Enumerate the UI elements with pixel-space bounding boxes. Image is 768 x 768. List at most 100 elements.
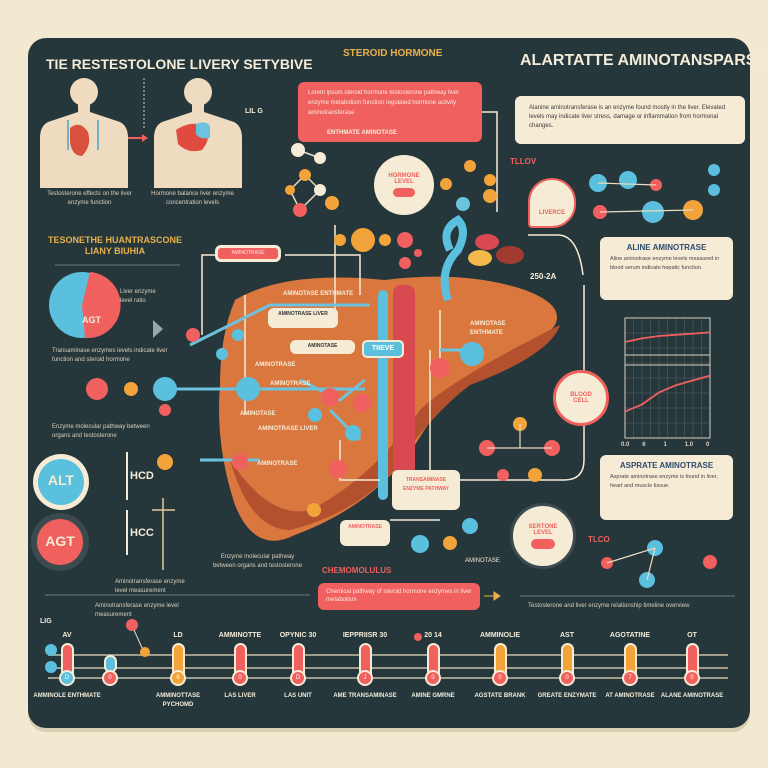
- alanine-title: ALARTATTE AMINOTANSPARSE: [520, 52, 768, 69]
- hl-label: LIL G: [245, 108, 263, 115]
- blood-cell-circle: BLOOD CELL: [553, 370, 609, 426]
- main-title: TIE RESTESTOLONE LIVERY SETYBIVE: [46, 56, 313, 72]
- timeline-bottom-label: ALANE AMINOTRASE: [660, 693, 724, 699]
- liver-top-tag: AMINOTRASE: [215, 245, 281, 262]
- capsule-icon: [531, 538, 555, 549]
- timeline-node: 0: [492, 670, 508, 686]
- liver-badge: TIIEVE: [362, 340, 404, 358]
- chart-x-tick: 6: [642, 442, 646, 448]
- tllov-label: TLLOV: [510, 157, 537, 166]
- timeline-node: 0: [102, 670, 118, 686]
- asprate-box: ASPRATE AMINOTRASE Asprate aminotrase en…: [600, 455, 733, 520]
- hcd-label-1: HCD: [130, 470, 154, 482]
- timeline-caption: Aminotransferase enzyme level measuremen…: [95, 603, 179, 618]
- timeline-top-label: AV: [62, 632, 72, 639]
- arrow-right-icon: [484, 591, 501, 601]
- sertone-level-label: SERTONE LEVEL: [528, 523, 558, 536]
- pie-caption: Liver enzyme level ratio: [120, 289, 156, 304]
- liver-label-3: AMINOTASE: [290, 340, 355, 354]
- liver-label-7: AMINOTRASE: [257, 461, 298, 467]
- play-arrow-icon: [153, 320, 163, 338]
- timeline-top-label: IEPPRIISR 30: [342, 632, 388, 639]
- timeline-top-label: AST: [560, 632, 574, 639]
- timeline-node: 6: [170, 670, 186, 686]
- center-small-box: AMINOTRASE: [340, 520, 390, 546]
- timeline-top-label: AGOTATINE: [609, 632, 651, 639]
- chemicals-label: CHEMOMOLULUS: [322, 566, 392, 575]
- timeline-node: J: [357, 670, 373, 686]
- liver-speech-bubble: LIVERCE: [528, 178, 576, 228]
- bottom-left-caption: Aminotransferase enzyme level measuremen…: [115, 579, 185, 594]
- liver-label-9: AMINOTASE ENTHMATE: [470, 321, 506, 336]
- timeline-top-label: AMMINOLIE: [479, 632, 521, 639]
- timeline-node: 0: [684, 670, 700, 686]
- liver-icon-body-1: [70, 124, 90, 156]
- chart-series-line: [624, 374, 711, 413]
- asprate-title: ASPRATE AMINOTRASE: [619, 461, 714, 470]
- timeline-top-label: OT: [687, 632, 697, 639]
- code-label: 250-2A: [530, 272, 557, 281]
- agt-badge-circle: [37, 519, 83, 565]
- aline-text: Aline aminotrase enzyme levels measured …: [610, 256, 720, 271]
- timeline-top-label: 20 14: [424, 632, 442, 639]
- timeline-bottom-label: AMMINOTTASE PYCHOMD: [155, 693, 201, 708]
- alt-badge-label: ALT: [47, 472, 75, 488]
- bottom-red-box: Chemical pathway of steroid hormone enzy…: [318, 583, 480, 610]
- chart-frame: [624, 317, 711, 439]
- enzyme-amin-label: ENTHMATE AMINOTASE: [327, 130, 397, 136]
- hormone-level-circle: HORMONE LEVEL: [374, 155, 434, 215]
- timeline-top-label: LD: [173, 632, 183, 639]
- timeline-bottom-label: GREATE ENZYMATE: [537, 693, 597, 699]
- timeline-node: D: [59, 670, 75, 686]
- liver-label-8: AMINOTRASE LIVER: [258, 426, 318, 432]
- chart-x-tick: 0: [706, 442, 710, 448]
- timeline-bottom-label: AGSTATE BRANK: [474, 693, 526, 699]
- timeline-node: 0: [232, 670, 248, 686]
- timeline-node: 7: [622, 670, 638, 686]
- timeline-label: LIG: [40, 618, 52, 625]
- body-caption-1: Testosterone effects on the liver enzyme…: [47, 191, 132, 206]
- alt-text-box: Alanine aminotransferase is an enzyme fo…: [515, 96, 745, 144]
- hcd-label-2: HCC: [130, 527, 154, 539]
- left-caption-2: Enzyme molecular pathway between organs …: [52, 424, 150, 439]
- chart-x-tick: 1: [663, 442, 667, 448]
- timeline-bottom-label: LAS UNIT: [284, 693, 312, 699]
- steroid-title: STEROID HORMONE: [343, 48, 443, 59]
- timeline-bottom-label: AMMINOLE ENTHMATE: [33, 693, 101, 699]
- body-caption-2: Hormone balance liver enzyme concentrati…: [151, 191, 234, 206]
- timeline-node: 0: [425, 670, 441, 686]
- timeline-bottom-label: LAS LIVER: [224, 693, 256, 699]
- liver-label-4: AMINOTRASE: [255, 362, 296, 368]
- liver-label-5: AMINOTRASE: [270, 381, 311, 387]
- left-caption-1: Transaminase enzymes levels indicate liv…: [52, 348, 168, 363]
- timeline-bottom-label: AMINE GMRNE: [411, 693, 455, 699]
- enzyme-line-chart: [624, 317, 711, 439]
- pie-chart-icon: [49, 272, 121, 339]
- timeline-bottom-label: AME TRANSAMINASE: [333, 693, 397, 699]
- chart-x-tick: 0.0: [621, 442, 630, 448]
- liver-top-tag-label: AMINOTRASE: [218, 248, 278, 259]
- steroid-text-box: Lorem ipsum steroid hormone testosterone…: [298, 82, 482, 142]
- timeline-node: 0: [559, 670, 575, 686]
- aline-box: ALINE AMINOTRASE Aline aminotrase enzyme…: [600, 237, 733, 300]
- alt-badge-circle: [38, 459, 84, 505]
- center-pathway-box: TRANSAMINASE ENZYME PATHWAY: [392, 470, 460, 510]
- agt-badge-label: AGT: [45, 533, 75, 549]
- timeline-top-label: AMMINOTTE: [218, 632, 262, 639]
- timeline-lines: [48, 654, 728, 679]
- bottom-right-caption: Testosterone and liver enzyme relationsh…: [528, 603, 690, 609]
- tlco-label: TLCO: [588, 535, 610, 544]
- liver-label-6: AMINOTASE: [240, 411, 276, 417]
- sertone-level-circle: SERTONE LEVEL: [510, 503, 576, 569]
- liver-caption: Enzyme molecular pathway between organs …: [212, 554, 303, 569]
- asprate-text: Asprate aminotrase enzyme is found in li…: [610, 474, 718, 489]
- capsule-icon: [393, 188, 415, 197]
- left-section-title: TESONETHE HUANTRASCONE LIANY BIUHIA: [47, 235, 182, 256]
- timeline-top-label: OPYNIC 30: [279, 632, 317, 639]
- hormone-level-label: HORMONE LEVEL: [388, 173, 420, 185]
- pie-label: AGT: [82, 315, 101, 325]
- liver-label-2: AMINOTRASE LIVER: [268, 308, 338, 328]
- timeline-bottom-label: AT AMINOTRASE: [605, 693, 655, 699]
- liver-label-1: AMINOTASE ENTHMATE: [283, 291, 354, 297]
